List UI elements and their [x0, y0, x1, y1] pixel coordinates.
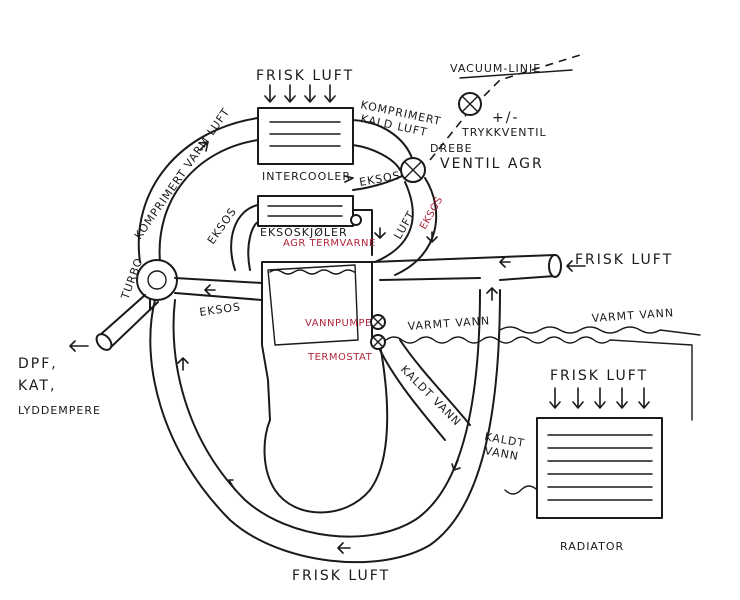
label-frisk-luft-top: FRISK LUFT: [256, 68, 354, 84]
hose-agr-down: [394, 177, 438, 276]
radiator-air-arrows: [549, 387, 650, 409]
arrow-eksos-1: [344, 175, 354, 183]
exhaust-outlet: [95, 333, 113, 351]
label-drebe: DREBE: [430, 142, 473, 155]
label-vacuum-linje: VACUUM-LINJE: [450, 62, 541, 75]
fresh-air-inlet: [548, 254, 562, 278]
label-frisk-luft-radiator: FRISK LUFT: [550, 368, 648, 384]
arrow-outer-loop-left: [228, 479, 236, 491]
eksoskjoler-box: [257, 195, 354, 227]
hose-fresh-air-right-top: [371, 254, 556, 263]
vacuum-underline: [459, 69, 573, 79]
hose-manifold-to-eksoskjoler-2: [247, 221, 259, 271]
hose-warm-water: [385, 336, 693, 421]
radiator-box: [536, 417, 663, 519]
label-eksos-small: EKSOS: [418, 195, 446, 232]
hose-warm-water-top: [499, 326, 701, 336]
label-eksos-1: EKSOS: [358, 169, 401, 189]
label-varmt-vann-2: VARMT VANN: [591, 306, 674, 325]
hose-turbo-to-intercooler-inner: [158, 139, 259, 263]
agr-termvarne-sensor: [350, 214, 362, 226]
turbo-wheel: [147, 270, 167, 290]
engine-block: [261, 261, 389, 514]
arrow-exhaust-turbo: [204, 284, 216, 296]
label-eksoskjoler: EKSOSKJØLER: [260, 226, 348, 239]
hose-turbo-exhaust-out: [99, 294, 146, 336]
label-ventil-agr: VENTIL AGR: [440, 156, 544, 172]
agr-valve-cross: [404, 161, 422, 179]
hose-cold-water-left: [379, 349, 446, 441]
label-kat: KAT,: [18, 378, 56, 394]
label-plus-minus: +/-: [492, 110, 520, 126]
label-lyddemper: LYDDEMPERE: [18, 404, 101, 417]
label-intercooler: INTERCOOLER: [262, 170, 351, 183]
hose-exhaust-to-agr: [352, 175, 403, 191]
hose-turbo-to-intercooler-outer: [137, 117, 259, 263]
arrow-fresh-air-right: [499, 256, 511, 268]
arrow-outer-loop-bottom: [337, 542, 351, 554]
hose-intercooler-to-agr: [352, 119, 413, 159]
outer-intake-hose-inner: [172, 289, 481, 538]
intercooler-box: [257, 107, 354, 165]
label-dpf: DPF,: [18, 356, 58, 372]
label-kaldt-vann-2b: VANN: [483, 444, 520, 463]
arrow-outer-right-up: [486, 287, 498, 301]
label-varmt-vann-1: VARMT VANN: [407, 314, 490, 333]
hose-eksoskjoler-right: [352, 209, 373, 256]
termostat-cross: [372, 336, 384, 348]
arrow-fresh-air-in: [566, 260, 586, 272]
intercooler-air-arrows: [264, 84, 336, 103]
arrow-agr-down: [426, 231, 438, 243]
hose-radiator-cold-return: [504, 485, 538, 495]
vacuum-line: [429, 54, 581, 161]
label-kaldt-vann-1: KALDT VANN: [398, 363, 464, 429]
hose-agr-down-2: [374, 181, 414, 263]
vannpumpe-cross: [372, 316, 384, 328]
label-radiator: RADIATOR: [560, 540, 624, 553]
hose-fresh-air-right-bottom: [379, 277, 481, 281]
label-frisk-luft-bottom: FRISK LUFT: [292, 568, 390, 584]
turbo-housing: [136, 259, 178, 301]
hose-fresh-air-right-end: [499, 275, 556, 281]
label-trykkventil: TRYKKVENTIL: [461, 126, 547, 139]
arrow-outer-loop-up: [177, 357, 189, 371]
label-vannpumpe: VANNPUMPE: [305, 318, 372, 329]
label-eksos-3: EKSOS: [199, 300, 242, 319]
label-agr-termvarne: AGR TERMVARNE: [283, 238, 376, 249]
label-luft: LUFT: [391, 209, 418, 242]
hose-intercooler-to-agr-2: [352, 144, 401, 171]
cylinder-head-wave: [269, 269, 355, 275]
trykkventil-cross: [461, 95, 479, 113]
hose-exhaust-to-turbo: [174, 277, 263, 284]
label-termostat: TERMOSTAT: [307, 352, 373, 363]
arrow-outer-loop-right: [451, 459, 461, 471]
hose-cold-water-right: [399, 339, 471, 426]
hose-manifold-to-eksoskjoler: [230, 204, 259, 271]
hose-exhaust-to-turbo-2: [174, 292, 263, 301]
arrow-luft-down: [374, 227, 386, 239]
arrow-to-dpf: [69, 340, 89, 352]
arrow-compressed-hot: [198, 141, 209, 152]
outer-intake-hose-outer: [149, 289, 501, 564]
label-frisk-luft-right: FRISK LUFT: [575, 252, 673, 268]
cylinder-head: [267, 264, 359, 346]
